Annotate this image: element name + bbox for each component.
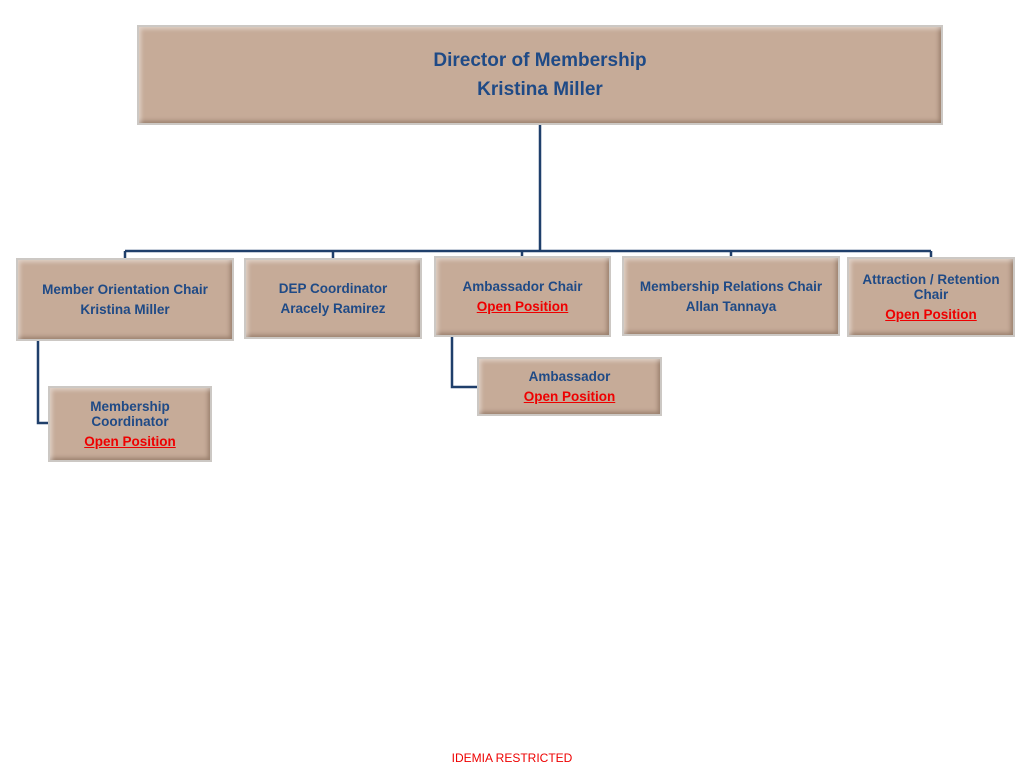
box-title: Member Orientation Chair	[42, 282, 208, 297]
box-title: Membership Coordinator	[90, 399, 170, 429]
classification-footer: IDEMIA RESTRICTED	[451, 751, 573, 765]
membership-coordinator-box: Membership Coordinator Open Position	[48, 386, 212, 462]
member-orientation-chair-box: Member Orientation Chair Kristina Miller	[16, 258, 234, 341]
ambassador-chair-box: Ambassador Chair Open Position	[434, 256, 611, 337]
box-title: DEP Coordinator	[278, 281, 388, 296]
dep-coordinator-box: DEP Coordinator Aracely Ramirez	[244, 258, 422, 339]
ambassador-box: Ambassador Open Position	[477, 357, 662, 416]
open-position-link[interactable]: Open Position	[476, 299, 569, 314]
director-of-membership-box: Director of Membership Kristina Miller	[137, 25, 943, 125]
box-name: Allan Tannaya	[685, 298, 777, 314]
open-position-link[interactable]: Open Position	[523, 389, 616, 404]
open-position-link[interactable]: Open Position	[84, 434, 176, 449]
box-title: Ambassador Chair	[462, 279, 583, 294]
attraction-retention-chair-box: Attraction / Retention Chair Open Positi…	[847, 257, 1015, 337]
box-title: Attraction / Retention Chair	[862, 272, 1000, 302]
connector-membership-coordinator	[36, 340, 49, 425]
box-name: Aracely Ramirez	[280, 301, 386, 316]
box-title: Ambassador	[528, 369, 611, 384]
box-name: Kristina Miller	[477, 78, 603, 100]
connector-ambassador	[450, 337, 478, 389]
open-position-link[interactable]: Open Position	[885, 307, 977, 322]
membership-relations-chair-box: Membership Relations Chair Allan Tannaya	[622, 256, 840, 336]
box-title: Membership Relations Chair	[639, 278, 823, 294]
box-title: Director of Membership	[433, 49, 647, 71]
box-name: Kristina Miller	[80, 302, 170, 317]
